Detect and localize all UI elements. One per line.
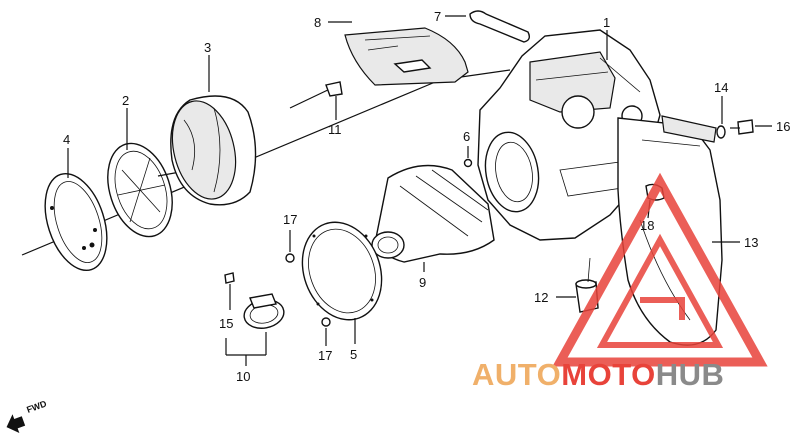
callout-14: 14 (714, 80, 728, 95)
part-6-grommet (463, 146, 473, 168)
callout-9: 9 (419, 275, 426, 290)
part-10-hose-clamp (243, 293, 285, 329)
part-5-gasket (301, 221, 383, 321)
callout-4: 4 (63, 132, 70, 147)
part-16-bolt (730, 119, 772, 135)
callout-12: 12 (534, 290, 548, 305)
callout-18: 18 (640, 218, 654, 233)
leader-lines (67, 15, 740, 344)
callout-5: 5 (350, 347, 357, 362)
fwd-label: FWD (25, 398, 48, 415)
part-17-nut-upper (285, 230, 295, 263)
callout-15: 15 (219, 316, 233, 331)
callout-16: 16 (776, 119, 790, 134)
part-15-clamp-screw (224, 272, 235, 310)
watermark-moto: MOTO (561, 357, 655, 392)
part-17-nut-lower (321, 317, 331, 346)
callout-11: 11 (328, 122, 342, 137)
callout-8: 8 (314, 15, 321, 30)
part-14-washer (716, 96, 726, 139)
part-4-cover-plate (44, 172, 108, 272)
watermark-text: AUTOMOTOHUB (472, 357, 724, 392)
part-7-clip (469, 10, 531, 43)
fwd-direction-marker: FWD (6, 398, 48, 434)
callout-17-upper: 17 (283, 212, 297, 227)
part-2-filter-holder (107, 142, 181, 238)
watermark-logo-mark (552, 172, 768, 367)
callout-17-lower: 17 (318, 348, 332, 363)
part-11-screw (289, 81, 343, 112)
callout-10: 10 (236, 369, 250, 384)
callout-13: 13 (744, 235, 758, 250)
callout-6: 6 (463, 129, 470, 144)
callout-7: 7 (434, 9, 441, 24)
part-3-foam-filter (170, 95, 257, 206)
callout-2: 2 (122, 93, 129, 108)
watermark-hub: HUB (656, 357, 725, 392)
callout-1: 1 (603, 15, 610, 30)
part-1-air-box-case (477, 29, 661, 241)
callout-3: 3 (204, 40, 211, 55)
part-9-intake-boot (371, 164, 495, 263)
part-10-bracket-line (225, 332, 267, 366)
callout-numbers: 1 2 3 4 5 6 7 8 9 10 11 12 13 14 15 16 1… (63, 9, 790, 384)
part-8-air-box-lid (344, 27, 469, 86)
watermark-auto: AUTO (472, 357, 561, 392)
